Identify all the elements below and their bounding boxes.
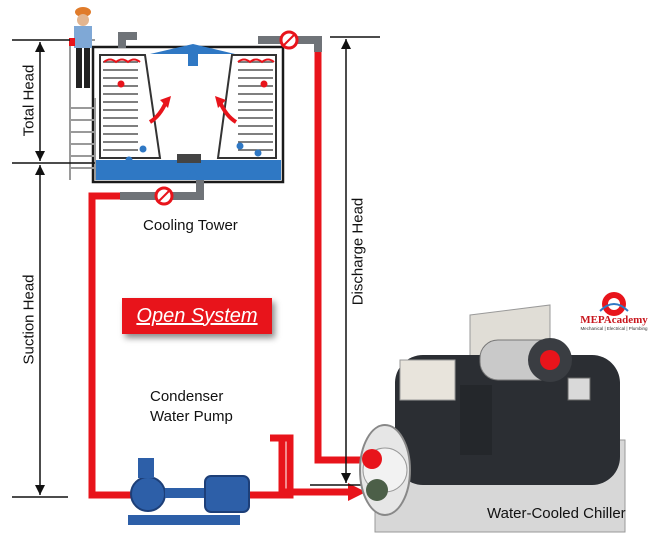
- open-system-text: Open System: [136, 304, 258, 327]
- flow-arrow: [348, 483, 366, 501]
- logo-gear: [599, 292, 629, 316]
- dimension-lines: [12, 36, 380, 498]
- cooling-tower-label: Cooling Tower: [143, 217, 238, 234]
- worker-figure: [69, 7, 92, 88]
- total-head-label: Total Head: [20, 64, 38, 137]
- chiller-label: Water-Cooled Chiller: [487, 505, 626, 522]
- water-cooled-chiller: [359, 304, 626, 533]
- condenser-pump-label-line2: Water Pump: [150, 408, 233, 425]
- ladder: [69, 39, 96, 180]
- tower-outlet-piping: [120, 180, 204, 200]
- condenser-water-piping: [88, 50, 368, 499]
- tower-inlet-piping: [118, 32, 322, 52]
- logo-tagline: Mechanical | Electrical | Plumbing: [580, 326, 648, 331]
- cooling-tower: [91, 44, 285, 184]
- condenser-pump: [128, 458, 250, 525]
- discharge-head-label: Discharge Head: [349, 197, 367, 306]
- condenser-pump-label-line1: Condenser: [150, 388, 224, 405]
- mep-academy-logo: MEPAcademy Mechanical | Electrical | Plu…: [572, 292, 656, 344]
- open-system-badge: Open System: [122, 298, 272, 334]
- suction-head-label: Suction Head: [20, 274, 38, 365]
- logo-name: MEPAcademy: [580, 314, 648, 326]
